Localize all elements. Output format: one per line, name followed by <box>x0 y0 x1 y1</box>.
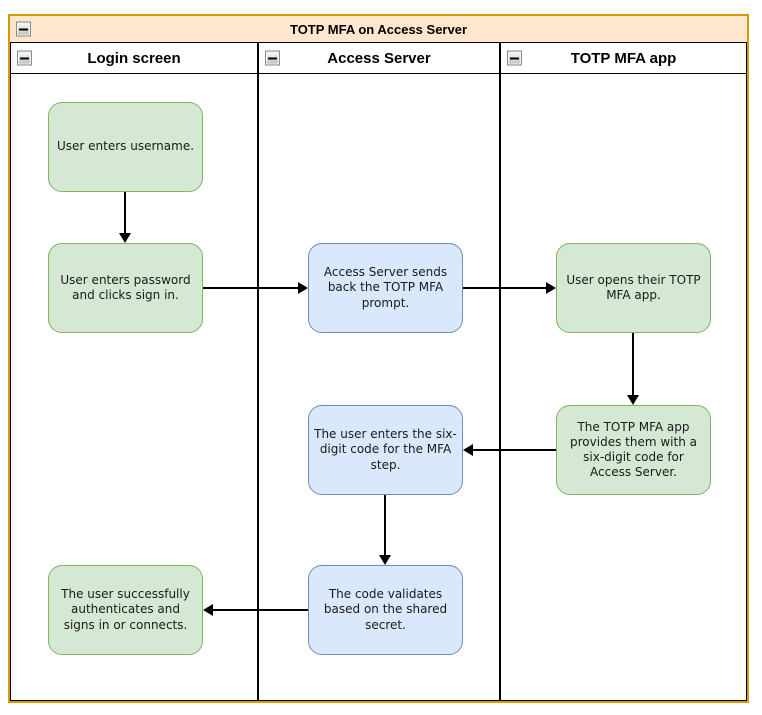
arrowhead-left-icon <box>463 444 473 456</box>
node-user-enters-code[interactable]: The user enters the six-digit code for t… <box>308 405 463 495</box>
node-label: User opens their TOTP MFA app. <box>566 272 701 302</box>
minus-icon <box>19 28 28 30</box>
lane-label: Login screen <box>87 49 181 67</box>
node-label: The user enters the six-digit code for t… <box>314 427 457 472</box>
lane-header-totp-mfa-app[interactable]: TOTP MFA app <box>501 43 746 74</box>
arrow-line[interactable] <box>213 609 308 611</box>
lane-header-access-server[interactable]: Access Server <box>259 43 499 74</box>
minus-icon <box>268 57 277 59</box>
arrow-line[interactable] <box>632 333 634 395</box>
node-code-validates[interactable]: The code validates based on the shared s… <box>308 565 463 655</box>
node-user-enters-password[interactable]: User enters password and clicks sign in. <box>48 243 203 333</box>
arrow-line[interactable] <box>124 192 126 233</box>
pool-title-label: TOTP MFA on Access Server <box>289 21 468 37</box>
lane-totp-app-collapse-button[interactable] <box>507 50 522 66</box>
arrowhead-left-icon <box>203 604 213 616</box>
arrow-line[interactable] <box>463 287 546 289</box>
arrowhead-right-icon <box>546 282 556 294</box>
arrow-line[interactable] <box>384 495 386 555</box>
node-user-opens-app[interactable]: User opens their TOTP MFA app. <box>556 243 711 333</box>
arrow-line[interactable] <box>203 287 298 289</box>
node-user-authenticated[interactable]: The user successfully authenticates and … <box>48 565 203 655</box>
arrowhead-down-icon <box>627 395 639 405</box>
node-label: Access Server sends back the TOTP MFA pr… <box>323 265 448 310</box>
lane-label: Access Server <box>327 49 431 67</box>
pool-collapse-button[interactable] <box>16 21 31 37</box>
node-label: The code validates based on the shared s… <box>323 587 448 632</box>
pool-title-bar[interactable]: TOTP MFA on Access Server <box>10 16 747 42</box>
node-server-sends-prompt[interactable]: Access Server sends back the TOTP MFA pr… <box>308 243 463 333</box>
node-app-provides-code[interactable]: The TOTP MFA app provides them with a si… <box>556 405 711 495</box>
node-label: User enters password and clicks sign in. <box>60 272 191 302</box>
arrowhead-down-icon <box>379 555 391 565</box>
arrow-line[interactable] <box>473 449 556 451</box>
minus-icon <box>20 57 29 59</box>
arrowhead-down-icon <box>119 233 131 243</box>
node-label: The TOTP MFA app provides them with a si… <box>570 419 697 480</box>
lane-label: TOTP MFA app <box>570 49 677 67</box>
node-label: The user successfully authenticates and … <box>61 587 190 632</box>
lane-header-login-screen[interactable]: Login screen <box>11 43 257 74</box>
lane-login-collapse-button[interactable] <box>17 50 32 66</box>
minus-icon <box>510 57 519 59</box>
node-user-enters-username[interactable]: User enters username. <box>48 102 203 192</box>
arrowhead-right-icon <box>298 282 308 294</box>
lane-totp-mfa-app: TOTP MFA app <box>500 42 747 701</box>
lane-access-server-collapse-button[interactable] <box>265 50 280 66</box>
node-label: User enters username. <box>56 139 195 154</box>
